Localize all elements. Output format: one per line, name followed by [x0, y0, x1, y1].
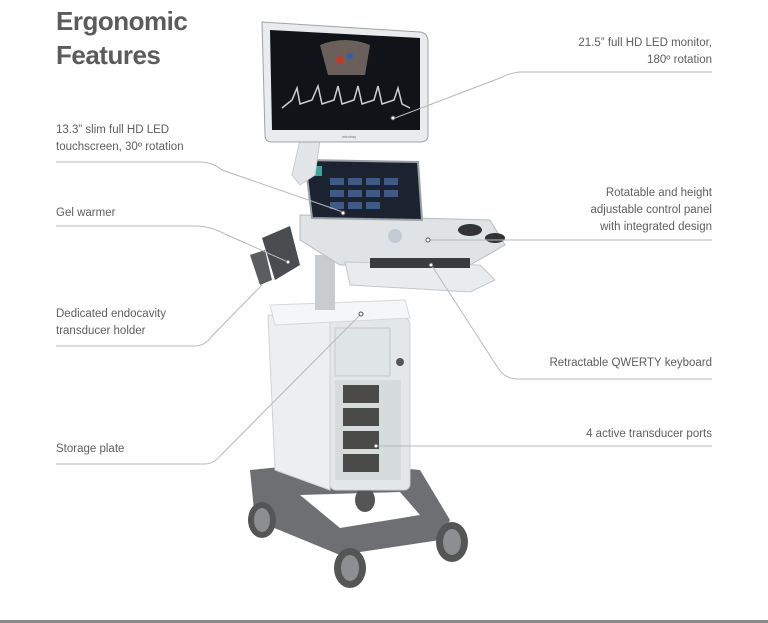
callout-keyboard: Retractable QWERTY keyboard: [549, 355, 712, 372]
probe-holder: [250, 250, 272, 285]
callout-touchscreen: 13.3” slim full HD LED touchscreen, 30º …: [56, 122, 184, 156]
callout-text: 13.3” slim full HD LED: [56, 124, 170, 136]
callout-control-panel: Rotatable and height adjustable control …: [591, 185, 712, 236]
callout-gel-warmer: Gel warmer: [56, 205, 115, 222]
column: [315, 255, 335, 310]
touchscreen: [303, 158, 424, 222]
callout-text: Dedicated endocavity: [56, 308, 166, 320]
callout-text: with integrated design: [600, 221, 712, 233]
callout-text: 180º rotation: [647, 54, 712, 66]
power-button: [396, 358, 404, 366]
callout-storage-plate: Storage plate: [56, 441, 124, 458]
trackball: [388, 229, 402, 243]
callout-text: Gel warmer: [56, 207, 116, 219]
main-monitor: mindray: [261, 21, 429, 143]
gel-warmer: [262, 226, 300, 280]
callout-text: touchscreen, 30º rotation: [56, 141, 184, 153]
control-panel: [250, 214, 506, 293]
callout-text: Rotatable and height: [605, 187, 712, 199]
keyboard: [370, 258, 470, 268]
callout-text: transducer holder: [56, 325, 146, 337]
transducer-port: [343, 431, 379, 449]
callout-endocavity-holder: Dedicated endocavity transducer holder: [56, 306, 166, 340]
callout-text: Storage plate: [56, 443, 125, 455]
callout-transducer-ports: 4 active transducer ports: [586, 426, 712, 443]
callout-line-monitor: [394, 71, 712, 119]
ultrasound-image: [320, 40, 370, 75]
title-line-2: Features: [56, 40, 161, 70]
callout-text: 21.5” full HD LED monitor,: [578, 37, 712, 49]
wheeled-base: [248, 462, 468, 588]
transducer-port: [343, 385, 379, 403]
callout-text: adjustable control panel: [590, 204, 712, 216]
callout-monitor: 21.5” full HD LED monitor, 180º rotation: [578, 35, 712, 69]
page-title: Ergonomic Features: [56, 4, 188, 72]
doppler-waveform: [281, 83, 411, 109]
callout-lines: [56, 71, 712, 465]
transducer-port: [343, 454, 379, 472]
title-line-1: Ergonomic: [56, 6, 188, 36]
brand-logo: mindray: [342, 134, 356, 139]
callout-text: Retractable QWERTY keyboard: [549, 357, 712, 369]
callout-text: 4 active transducer ports: [586, 428, 712, 440]
cabinet: [267, 299, 411, 491]
transducer-port: [343, 408, 379, 426]
bottom-divider: [0, 620, 768, 623]
